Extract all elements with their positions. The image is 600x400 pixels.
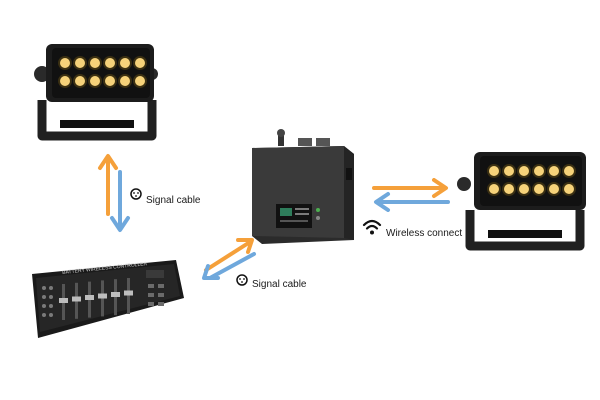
controller-fader-knob xyxy=(72,296,81,302)
top-left-light-led xyxy=(135,76,145,86)
right-light-led xyxy=(549,184,559,194)
right-light-led xyxy=(534,166,544,176)
controller-button xyxy=(42,313,46,317)
right-light-led xyxy=(504,166,514,176)
xlr-connector-icon xyxy=(236,274,248,286)
controller-fader-knob xyxy=(111,292,120,297)
dmx-controller: BATTERY WIRELESS CONTROLLER xyxy=(26,258,186,342)
led-light-right xyxy=(448,148,598,253)
top-left-light-led xyxy=(90,58,100,68)
top-left-light-led xyxy=(90,76,100,86)
controller-button xyxy=(158,284,164,288)
top-left-light-led xyxy=(60,76,70,86)
right-light-led xyxy=(504,184,514,194)
signal-cable-label-2: Signal cable xyxy=(252,279,307,290)
top-left-light-led xyxy=(120,58,130,68)
top-left-light-led xyxy=(105,76,115,86)
controller-button xyxy=(49,295,53,299)
top-left-light-led xyxy=(75,58,85,68)
right-light-led xyxy=(534,184,544,194)
controller-button xyxy=(148,284,154,288)
right-light-led xyxy=(564,166,574,176)
top-left-light-led xyxy=(120,76,130,86)
right-light-led xyxy=(489,166,499,176)
link-arrow-transceiver-light xyxy=(368,178,454,212)
right-light-led xyxy=(489,184,499,194)
controller-button xyxy=(42,304,46,308)
link-arrow-light-controller xyxy=(96,150,136,236)
controller-button xyxy=(148,302,154,306)
controller-button xyxy=(148,293,154,297)
controller-fader-knob xyxy=(85,295,94,300)
right-light-led xyxy=(519,166,529,176)
controller-button xyxy=(49,313,53,317)
xlr-connector-icon xyxy=(130,188,142,200)
controller-button xyxy=(158,302,164,306)
top-left-light-led xyxy=(105,58,115,68)
top-left-light-led xyxy=(75,76,85,86)
right-light-led xyxy=(549,166,559,176)
controller-button xyxy=(42,286,46,290)
wireless-transceiver-box xyxy=(248,128,360,250)
controller-fader-knob xyxy=(124,290,133,296)
controller-fader-track xyxy=(114,279,117,316)
controller-button xyxy=(158,293,164,297)
controller-fader-knob xyxy=(59,298,68,303)
controller-button xyxy=(42,295,46,299)
link-arrow-controller-transceiver xyxy=(196,232,262,280)
right-light-led xyxy=(519,184,529,194)
controller-fader-track xyxy=(127,278,130,314)
wireless-connect-label: Wireless connect xyxy=(386,228,463,239)
controller-button xyxy=(49,304,53,308)
wifi-icon xyxy=(362,218,382,236)
top-left-light-led xyxy=(135,58,145,68)
right-light-led xyxy=(564,184,574,194)
signal-cable-label-1: Signal cable xyxy=(146,195,201,206)
top-left-light-led xyxy=(60,58,70,68)
controller-fader-knob xyxy=(98,293,107,299)
led-light-top-left xyxy=(20,38,170,143)
controller-button xyxy=(49,286,53,290)
